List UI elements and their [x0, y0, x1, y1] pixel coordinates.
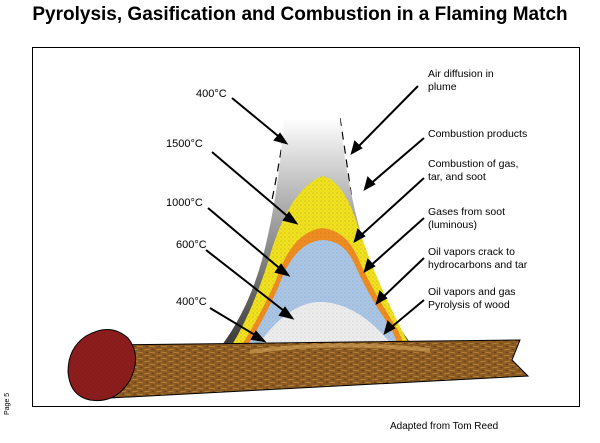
label-combustion-gas: Combustion of gas, tar, and soot — [428, 158, 519, 183]
arrow-right-combustion-gas — [353, 177, 425, 244]
match-stick — [107, 339, 530, 399]
diagram-frame — [32, 47, 580, 407]
label-oil-crack: Oil vapors crack to hydrocarbons and tar — [428, 246, 528, 271]
label-air-diffusion: Air diffusion in plume — [428, 68, 494, 93]
match-stick-highlight — [249, 343, 431, 354]
arrow-right-oil-gas — [383, 299, 425, 336]
arrow-right-combustion-products — [363, 137, 425, 192]
temp-1000: 1000°C — [166, 197, 203, 209]
arrow-left-1000 — [207, 207, 291, 277]
arrow-left-600 — [205, 249, 295, 320]
label-combustion-products: Combustion products — [428, 128, 528, 140]
temp-400-top: 400°C — [196, 88, 227, 100]
temp-600: 600°C — [176, 239, 207, 251]
arrow-left-400-top — [231, 97, 289, 145]
arrow-right-gases-soot — [363, 217, 425, 274]
page-title: Pyrolysis, Gasification and Combustion i… — [32, 4, 568, 25]
arrow-left-1500 — [211, 151, 299, 225]
temp-1500: 1500°C — [166, 138, 203, 150]
page-number: Page 5 — [4, 392, 11, 415]
temp-400-bottom: 400°C — [176, 296, 207, 308]
plume-right-boundary — [339, 117, 353, 201]
arrow-left-400-bottom — [209, 307, 267, 343]
arrow-right-oil-crack — [375, 257, 425, 306]
label-gases-soot: Gases from soot (luminous) — [428, 206, 506, 231]
credit-text: Adapted from Tom Reed — [390, 421, 499, 432]
label-oil-gas: Oil vapors and gas Pyrolysis of wood — [428, 286, 516, 311]
arrow-right-air-diffusion — [350, 85, 419, 156]
